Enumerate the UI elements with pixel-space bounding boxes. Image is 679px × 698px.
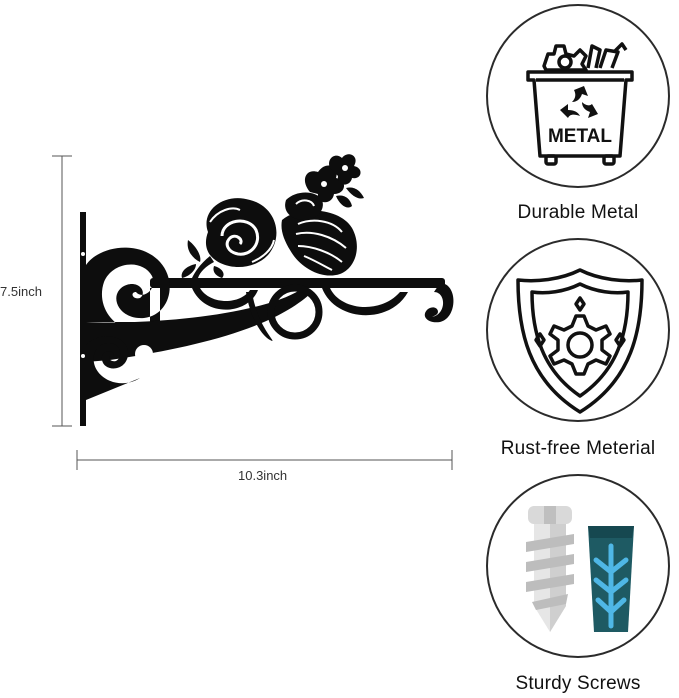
feature-label-sturdy-screws: Sturdy Screws [515,673,641,694]
shield-gear-icon [516,268,644,414]
bracket-silhouette [80,154,454,426]
butterfly-ornament [281,154,364,276]
feature-label-durable-metal: Durable Metal [517,202,639,223]
feature-label-rust-free: Rust-free Meterial [500,438,656,459]
feature-sturdy-screws-circle [486,474,670,658]
screw-anchor-icon [526,506,634,632]
metal-badge-text: METAL [548,126,612,147]
height-dimension-line [52,155,72,427]
feature-durable-metal-circle: METAL [486,4,670,188]
recycle-metal-bin-icon: METAL [526,42,634,166]
feature-rust-free-circle [486,238,670,422]
rose-ornament [181,198,277,278]
width-dimension-label: 10.3inch [238,468,288,483]
width-dimension-line [76,450,453,470]
height-dimension-label: 7.5inch [0,284,42,299]
plant-hanger-bracket [52,154,454,470]
